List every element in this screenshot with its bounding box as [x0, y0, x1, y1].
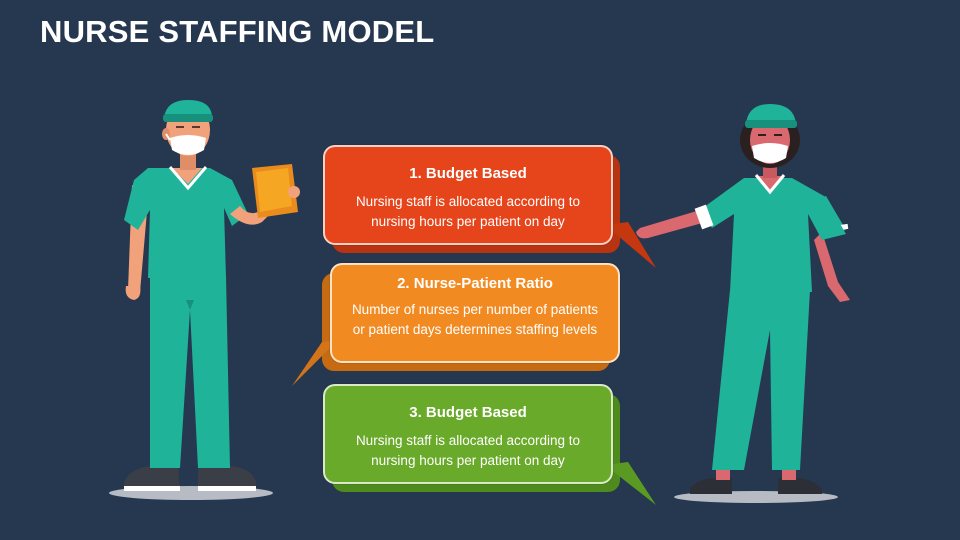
nurse-patient-ratio-card: 2. Nurse-Patient Ratio Number of nurses …	[330, 263, 620, 363]
card-description: Nursing staff is allocated according to …	[355, 194, 581, 229]
card-description: Number of nurses per number of patients …	[351, 302, 599, 337]
card-heading: 1. Budget Based	[409, 165, 527, 182]
slide-title: NURSE STAFFING MODEL	[40, 14, 435, 49]
budget-based-card-green: 3. Budget Based Nursing staff is allocat…	[323, 384, 613, 484]
budget-based-card: 1. Budget Based Nursing staff is allocat…	[323, 145, 613, 245]
female-nurse-icon	[636, 104, 850, 503]
card-description: Nursing staff is allocated according to …	[355, 433, 581, 468]
card-heading: 3. Budget Based	[409, 404, 527, 421]
card-heading: 2. Nurse-Patient Ratio	[397, 275, 553, 292]
male-nurse-icon	[109, 100, 300, 500]
